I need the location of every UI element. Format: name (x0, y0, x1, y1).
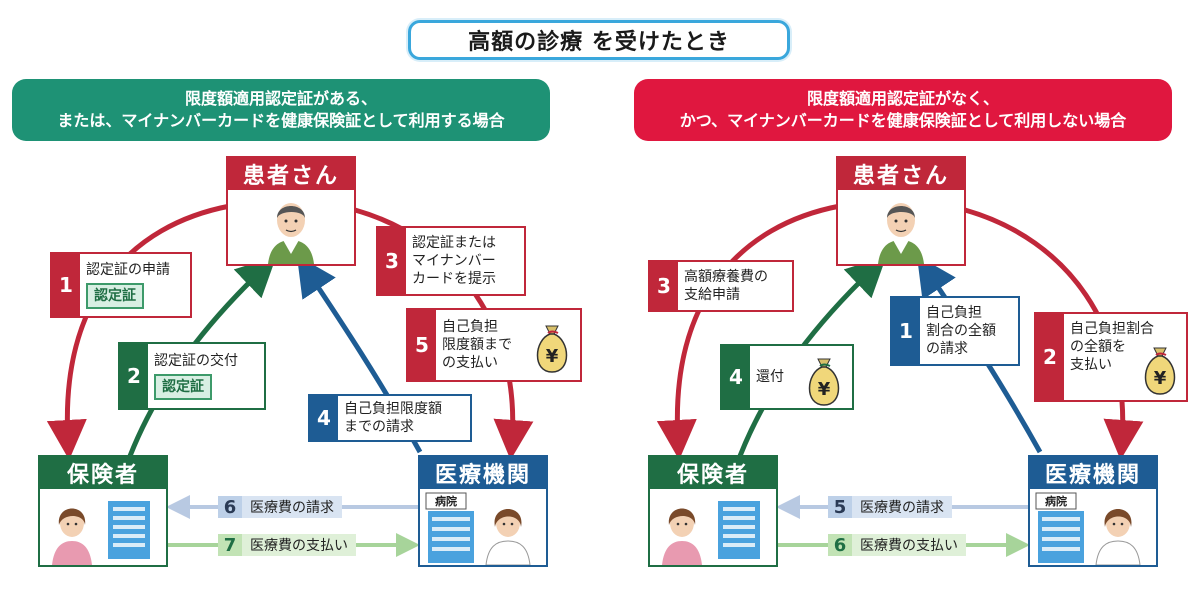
right-step-1-line1: 自己負担 (926, 305, 982, 321)
right-step-1-line2: 割合の全額 (926, 323, 996, 339)
left-step-5-line2: 限度額まで (442, 337, 512, 353)
certificate-badge: 認定証 (154, 374, 212, 400)
hospital-sign-text: 病院 (435, 494, 457, 508)
hospital-sign-text: 病院 (1045, 494, 1067, 508)
right-flow-6: 6 医療費の支払い (828, 534, 966, 556)
right-step-2-line3: 支払い (1070, 357, 1112, 373)
left-step-3-number: 3 (378, 228, 406, 294)
left-insurer-box: 保険者 (38, 455, 168, 567)
left-step-4-line1: 自己負担限度額 (344, 401, 442, 417)
money-bag-icon: ¥ (1144, 347, 1176, 395)
right-insurer-box: 保険者 (648, 455, 778, 567)
right-step-4: 4 還付 ¥ (720, 344, 854, 410)
left-banner-line1: 限度額適用認定証がある、 (184, 89, 377, 108)
left-step-1: 1 認定証の申請 認定証 (50, 252, 192, 318)
right-step-4-number: 4 (722, 346, 750, 408)
left-insurer-label: 保険者 (40, 457, 166, 489)
right-step-2-line2: の全額を (1070, 339, 1126, 355)
left-step-2-number: 2 (120, 344, 148, 408)
left-step-1-text: 認定証の申請 (86, 262, 170, 278)
right-banner-line2: かつ、マイナンバーカードを健康保険証として利用しない場合 (679, 111, 1127, 130)
left-flow-6-label: 医療費の請求 (250, 500, 334, 516)
left-patient-box: 患者さん (226, 156, 356, 266)
right-step-2: 2 自己負担割合 の全額を 支払い ¥ (1034, 312, 1188, 402)
right-step-3: 3 高額療養費の 支給申請 (648, 260, 794, 312)
certificate-badge: 認定証 (86, 283, 144, 309)
left-hospital-box: 医療機関 病院 (418, 455, 548, 567)
yen-symbol: ¥ (1154, 368, 1167, 389)
right-flow-5-label: 医療費の請求 (860, 500, 944, 516)
left-step-3: 3 認定証または マイナンバー カードを提示 (376, 226, 526, 296)
right-flow-6-number: 6 (828, 534, 852, 556)
right-patient-box: 患者さん (836, 156, 966, 266)
left-flow-7: 7 医療費の支払い (218, 534, 356, 556)
left-step-3-line1: 認定証または (412, 235, 496, 251)
left-scenario-banner: 限度額適用認定証がある、 または、マイナンバーカードを健康保険証として利用する場… (12, 79, 550, 141)
left-step-5-line1: 自己負担 (442, 319, 498, 335)
left-step-4-line2: までの請求 (344, 419, 414, 435)
left-hospital-label: 医療機関 (420, 457, 546, 489)
left-banner-line2: または、マイナンバーカードを健康保険証として利用する場合 (57, 111, 505, 130)
money-bag-icon: ¥ (536, 325, 568, 373)
insurer-staff-building-icon (52, 501, 150, 565)
right-banner-line1: 限度額適用認定証がなく、 (806, 89, 999, 108)
right-step-4-text: 還付 (756, 369, 784, 385)
left-step-5-line3: の支払い (442, 355, 498, 371)
right-flow-6-label: 医療費の支払い (860, 538, 958, 554)
yen-symbol: ¥ (546, 346, 559, 367)
patient-avatar-icon (268, 203, 314, 264)
left-step-5: 5 自己負担 限度額まで の支払い ¥ (406, 308, 582, 382)
page-title: 高額の診療 を受けたとき (408, 20, 790, 60)
left-step-2-text: 認定証の交付 (154, 353, 238, 369)
left-step-2: 2 認定証の交付 認定証 (118, 342, 266, 410)
left-step-4-number: 4 (310, 396, 338, 440)
left-step-1-number: 1 (52, 254, 80, 316)
hospital-building-doctor-icon: 病院 (1035, 492, 1141, 566)
hospital-building-doctor-icon: 病院 (425, 492, 531, 566)
right-insurer-label: 保険者 (650, 457, 776, 489)
right-step-2-line1: 自己負担割合 (1070, 321, 1154, 337)
right-flow-5: 5 医療費の請求 (828, 496, 952, 518)
right-hospital-box: 医療機関 病院 (1028, 455, 1158, 567)
left-flow-6-number: 6 (218, 496, 242, 518)
left-step-3-line2: マイナンバー (412, 253, 496, 269)
left-patient-label: 患者さん (228, 158, 354, 190)
right-hospital-label: 医療機関 (1030, 457, 1156, 489)
right-step-1: 1 自己負担 割合の全額 の請求 (890, 296, 1020, 366)
right-patient-label: 患者さん (838, 158, 964, 190)
right-step-3-number: 3 (650, 262, 678, 310)
left-step-5-number: 5 (408, 310, 436, 380)
left-flow-7-label: 医療費の支払い (250, 538, 348, 554)
right-flow-5-number: 5 (828, 496, 852, 518)
patient-avatar-icon (878, 203, 924, 264)
yen-symbol: ¥ (818, 379, 831, 400)
right-step-2-number: 2 (1036, 314, 1064, 400)
left-flow-7-number: 7 (218, 534, 242, 556)
right-scenario-banner: 限度額適用認定証がなく、 かつ、マイナンバーカードを健康保険証として利用しない場… (634, 79, 1172, 141)
left-step-4: 4 自己負担限度額 までの請求 (308, 394, 472, 442)
money-bag-icon: ¥ (808, 358, 840, 406)
right-step-3-line2: 支給申請 (684, 287, 740, 303)
right-step-3-line1: 高額療養費の (684, 269, 768, 285)
left-flow-6: 6 医療費の請求 (218, 496, 342, 518)
insurer-staff-building-icon (662, 501, 760, 565)
right-step-1-number: 1 (892, 298, 920, 364)
right-step-1-line3: の請求 (926, 341, 968, 357)
left-step-3-line3: カードを提示 (412, 271, 496, 287)
